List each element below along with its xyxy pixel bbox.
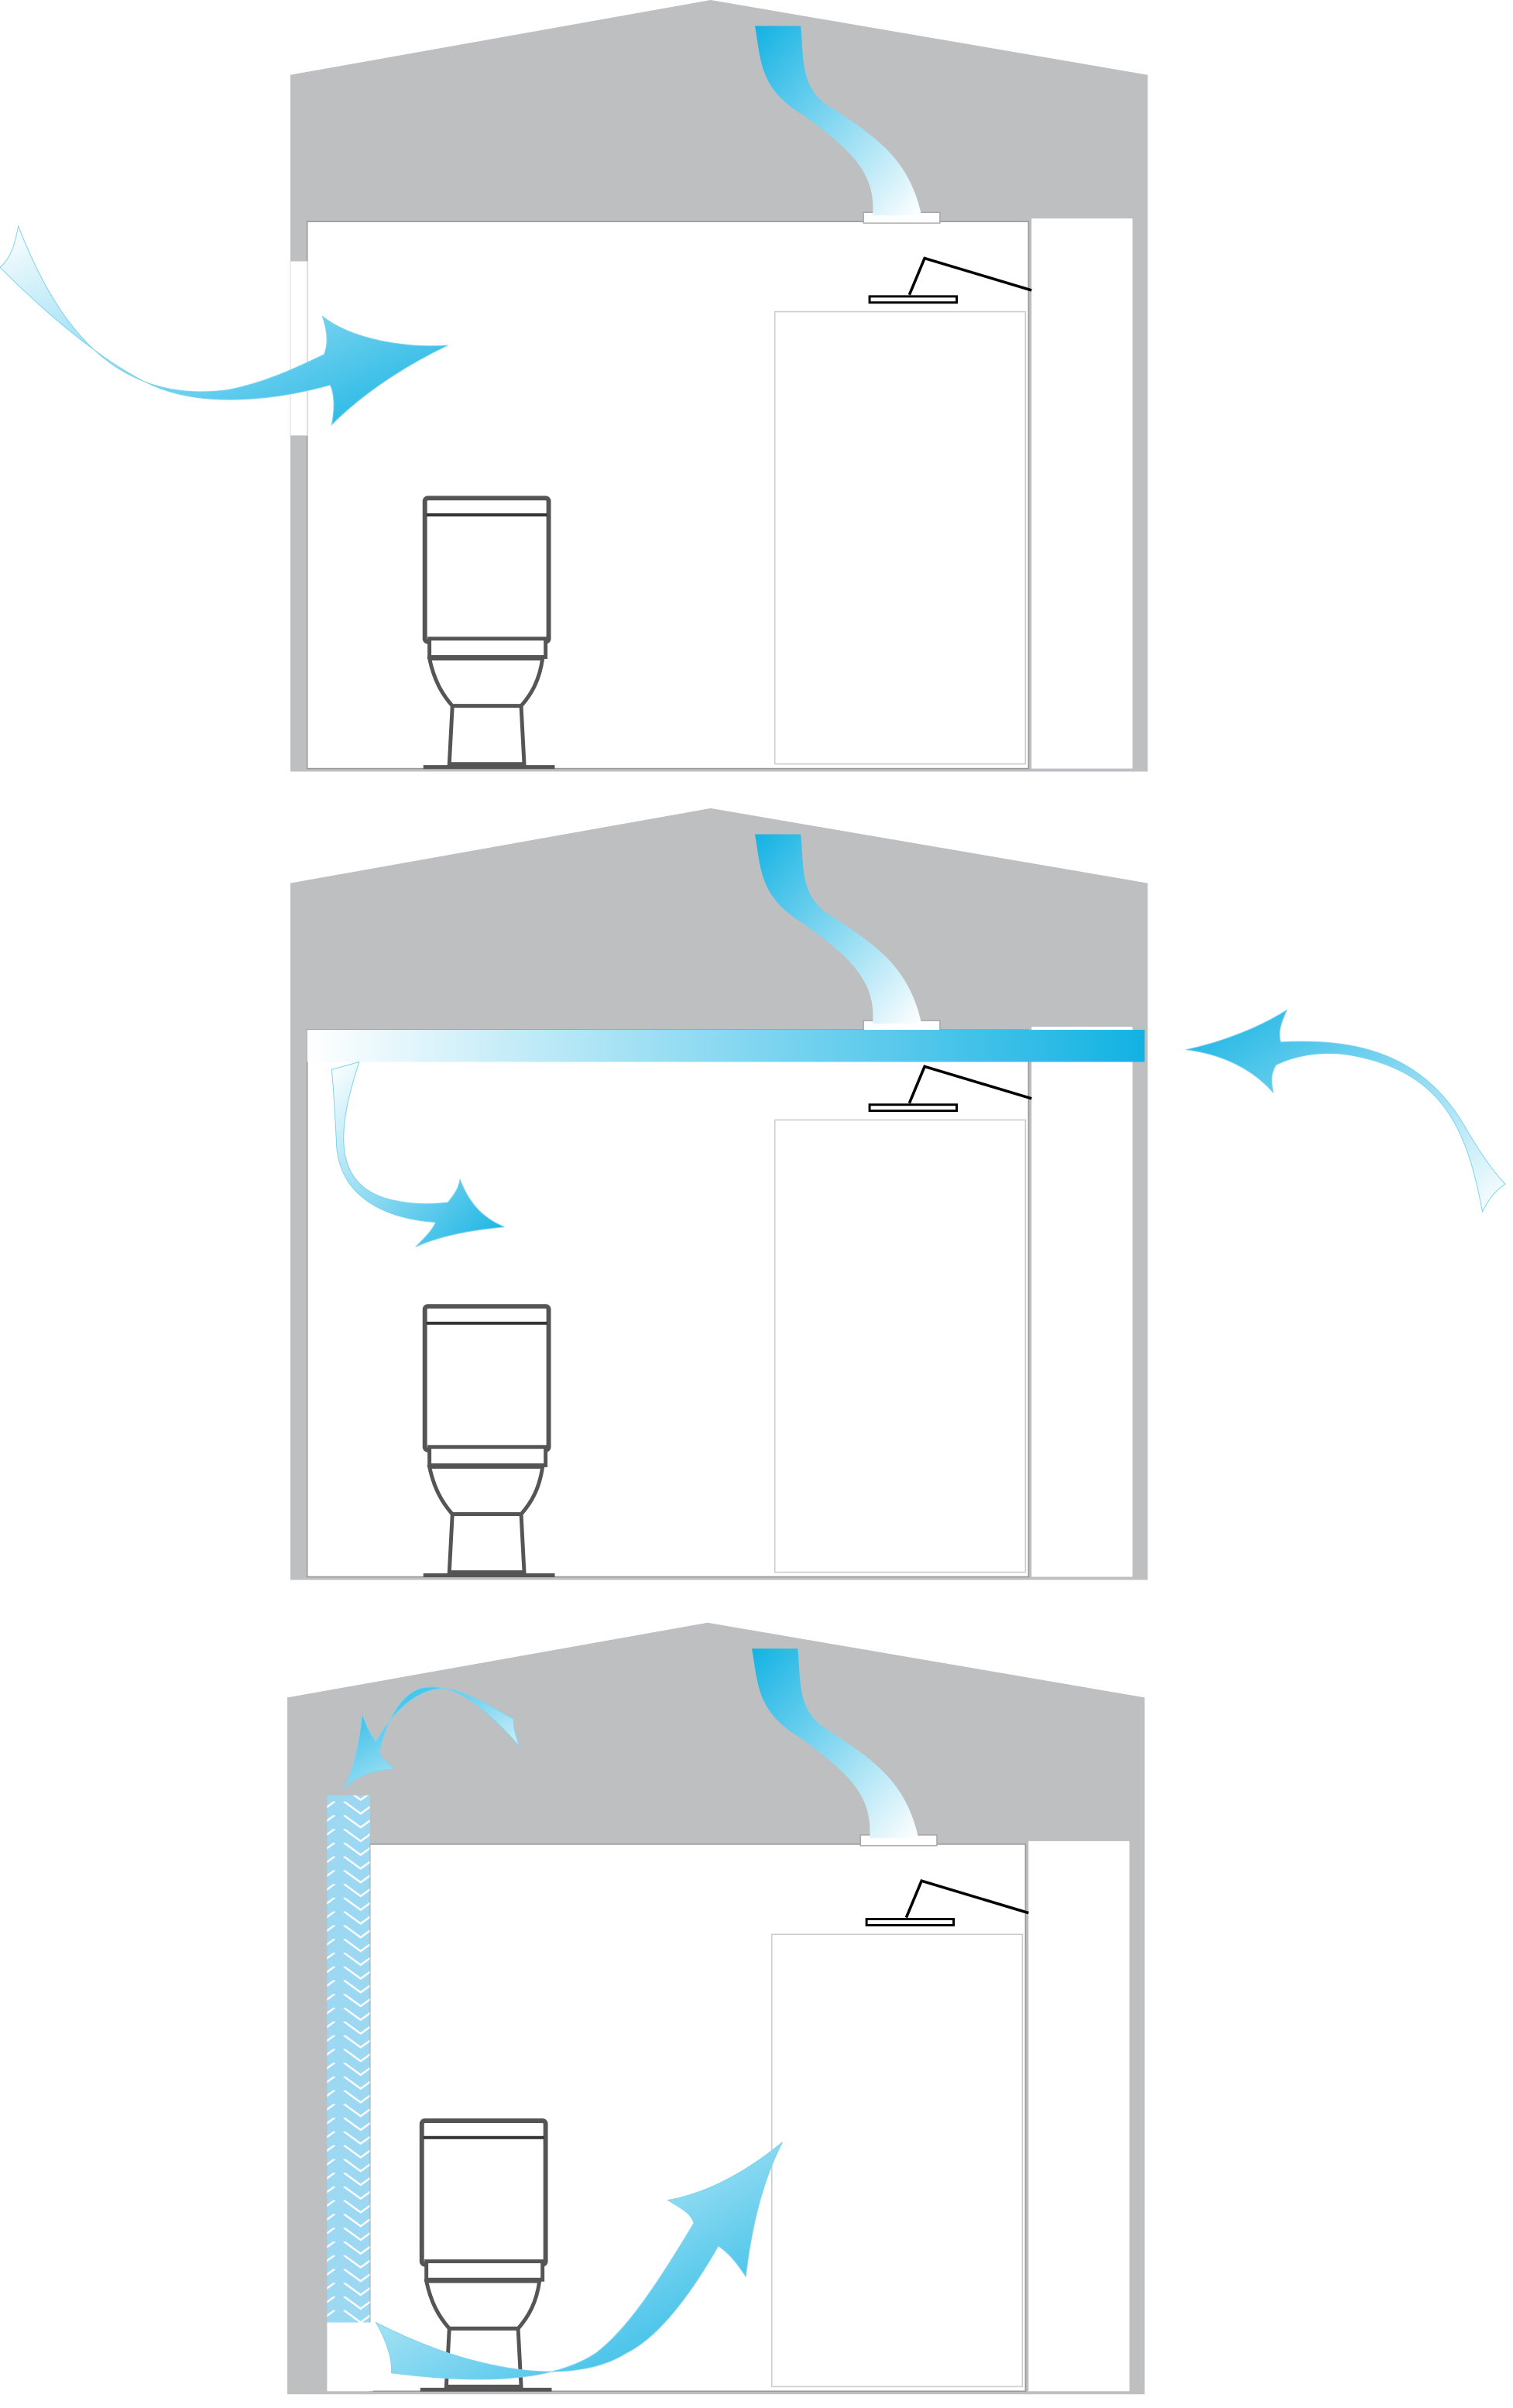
ceiling-air-channel (307, 1030, 1145, 1062)
airflow-arrow-icon (343, 1686, 520, 1789)
insulation-column (327, 1795, 370, 2323)
panel-wall-insulation-ventilation (287, 1622, 1145, 2395)
panel-ceiling-supply (290, 808, 1506, 1580)
adjacent-room (1028, 1840, 1130, 2392)
shower-enclosure (774, 310, 1027, 765)
airflow-arrow-icon (331, 1061, 505, 1247)
airflow-arrow-icon (0, 225, 448, 427)
panel-window-ventilation (0, 0, 1148, 772)
adjacent-room (1031, 218, 1133, 769)
shower-enclosure (774, 1119, 1027, 1573)
window-opening (290, 260, 308, 436)
adjacent-room (1031, 1027, 1133, 1577)
airflow-arrow-icon (1185, 1009, 1506, 1213)
wall-base (327, 2322, 373, 2392)
shower-enclosure (770, 1933, 1024, 2388)
airflow-arrow-icon (375, 2142, 783, 2380)
